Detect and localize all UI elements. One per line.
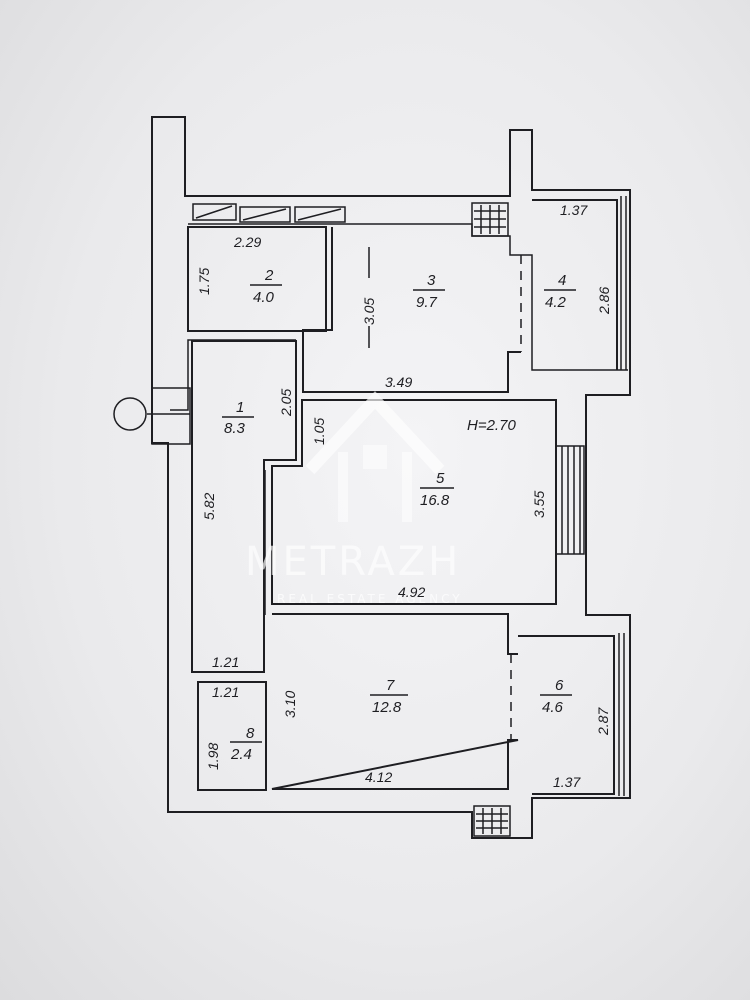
window-north [192,203,346,223]
dimension-label: 1.37 [553,774,581,790]
room-3-outline [302,227,521,393]
room-area: 4.6 [542,699,564,716]
dimension-label: 1.98 [205,743,221,770]
room-area: 2.4 [230,746,252,763]
steps [555,445,585,555]
room-number: 8 [246,725,255,742]
room-number: 1 [236,399,244,416]
room-number: 2 [264,267,274,284]
room-4-outline [532,199,618,370]
dimension-label: 3.10 [282,691,298,718]
dimension-label: 5.82 [201,493,217,520]
dimension-label: 4.12 [365,769,392,785]
vent-grille-south [473,805,511,837]
dimension-label: 3.05 [361,298,377,325]
room-area: 8.3 [224,420,246,437]
dimension-label: 2.29 [233,234,261,250]
dimension-label: 2.87 [595,707,611,736]
dimension-label: 1.21 [212,684,239,700]
dimension-label: 3.49 [385,374,412,390]
room-number: 7 [386,677,395,694]
room-5-outline [271,399,557,605]
room-8-outline [197,681,267,791]
room-area: 4.0 [253,289,275,306]
room-labels: 1 8.3 2 4.0 3 9.7 4 4.2 5 16.8 6 4.6 7 1… [222,267,576,763]
dimension-label: 2.05 [278,389,294,417]
ceiling-height-label: H=2.70 [467,417,516,434]
room-number: 3 [427,272,436,289]
watermark-brand: METRAZH [245,539,461,585]
dimension-label: 1.37 [560,202,588,218]
room-6-outline [518,635,615,795]
outer-wall [151,116,631,839]
room-area: 9.7 [416,294,438,311]
room-2-outline [187,226,327,332]
watermark: METRAZH REAL ESTATE AGENCY [245,391,463,606]
dimension-label: 1.75 [196,268,212,295]
dimension-label: 1.21 [212,654,239,670]
entrance-marker [113,387,191,445]
room-area: 12.8 [372,699,402,716]
room-area: 16.8 [420,492,450,509]
room-number: 5 [436,470,445,487]
dimension-label: 4.92 [398,584,425,600]
vent-grille-north [471,202,509,237]
dimension-label: 3.55 [531,491,547,518]
room-area: 4.2 [545,294,567,311]
dimension-labels: 2.29 1.75 3.05 1.37 2.86 3.49 2.05 1.05 … [196,202,612,790]
watermark-tagline: REAL ESTATE AGENCY [277,592,463,606]
room-number: 6 [555,677,564,694]
room-number: 4 [558,272,566,289]
house-logo-icon [305,391,445,475]
dimension-label: 2.86 [596,287,612,315]
room-1-outline [191,340,297,673]
dimension-label: 1.05 [311,418,327,445]
